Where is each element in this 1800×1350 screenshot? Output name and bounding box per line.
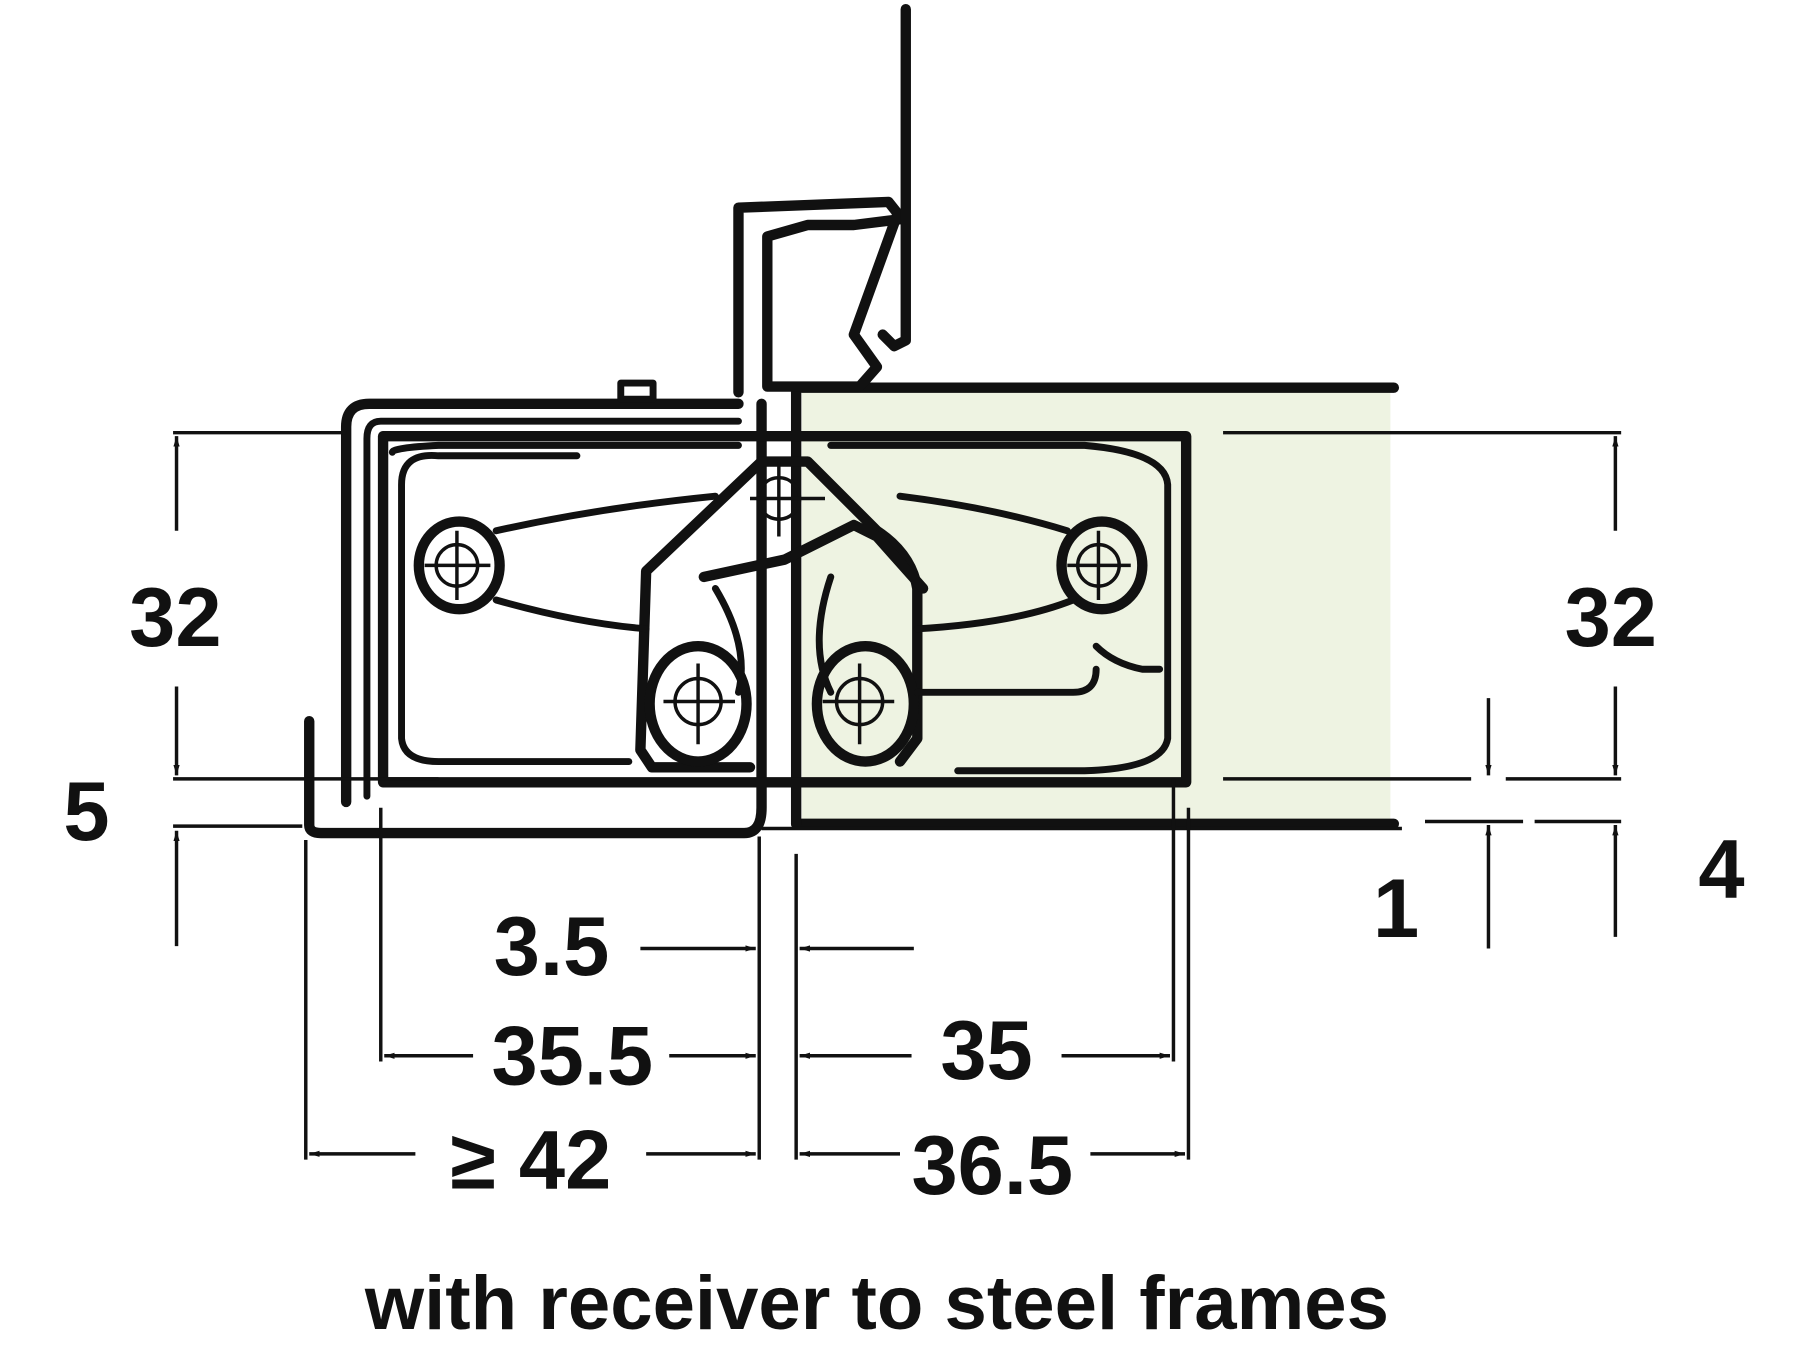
dim-frame-min: ≥ 42 <box>450 1113 611 1206</box>
dim-frame-depth: 35.5 <box>491 1010 653 1103</box>
dim-door-min: 36.5 <box>911 1119 1073 1212</box>
screw-icon <box>424 530 491 600</box>
dim-right-gap: 1 <box>1373 862 1419 955</box>
dim-gap: 3.5 <box>494 900 609 993</box>
screw-icon <box>1067 530 1131 600</box>
dimension-arrows <box>173 436 1619 1157</box>
screw-icon <box>663 663 735 745</box>
dim-right-height: 32 <box>1565 571 1657 664</box>
steel-frame-receiver <box>304 4 911 839</box>
caption: with receiver to steel frames <box>364 1261 1389 1346</box>
screw-icon <box>749 461 825 537</box>
dim-right-offset: 4 <box>1698 823 1744 916</box>
hinge-body <box>377 430 1192 788</box>
dim-left-offset: 5 <box>63 765 109 858</box>
screw-markers <box>424 461 1131 745</box>
screw-icon <box>822 663 895 745</box>
extension-lines <box>173 430 1622 1160</box>
dim-left-height: 32 <box>129 571 221 664</box>
dim-door-depth: 35 <box>940 1004 1032 1097</box>
